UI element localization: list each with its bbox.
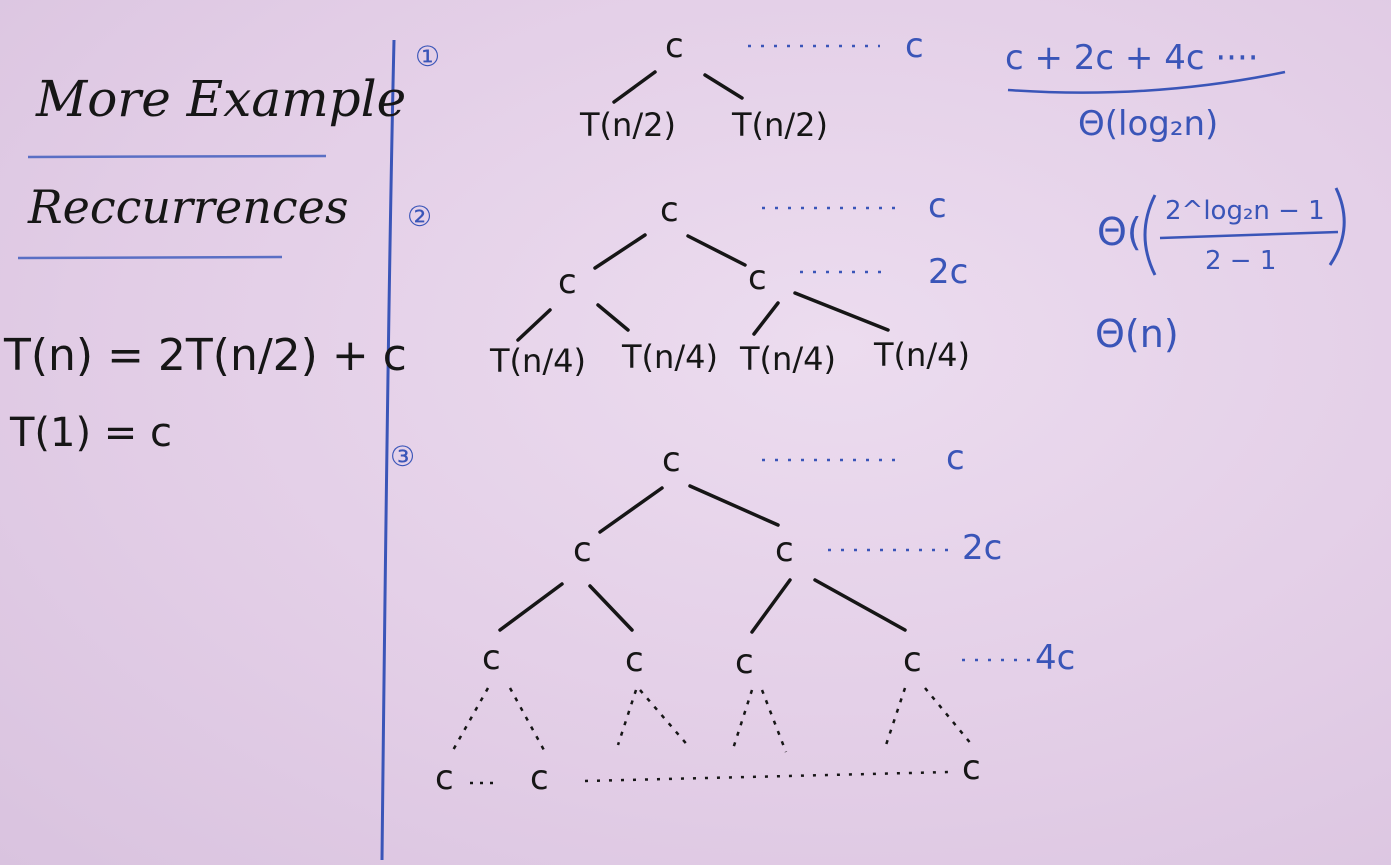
tree2-level0-cost: c bbox=[928, 186, 947, 226]
tree2-root: c bbox=[660, 190, 679, 230]
tree2-leaf-4: T(n/4) bbox=[874, 336, 970, 374]
tree2-leaf-2: T(n/4) bbox=[622, 338, 718, 376]
tree3-level2-cost: 4c bbox=[1035, 638, 1076, 678]
cost-sum: c + 2c + 4c ···· bbox=[1005, 38, 1259, 78]
fraction-bar bbox=[1159, 230, 1339, 240]
recurrence-equation: T(n) = 2T(n/2) + c bbox=[4, 330, 407, 381]
tree1-root: c bbox=[665, 26, 684, 66]
fraction-numerator: 2^log₂n − 1 bbox=[1165, 196, 1325, 226]
tree3-edges bbox=[498, 484, 907, 634]
sum-underline bbox=[1007, 70, 1286, 94]
tree2-level1-right: c bbox=[748, 258, 767, 298]
tree3-bottom-2: c bbox=[530, 758, 549, 798]
tree2-edges bbox=[516, 233, 890, 342]
theta-symbol-frac: Θ( bbox=[1097, 210, 1142, 254]
tree2-level1-left: c bbox=[558, 262, 577, 302]
title-more-example: More Example bbox=[36, 70, 407, 128]
right-paren bbox=[1328, 187, 1346, 266]
title-recurrences: Reccurrences bbox=[28, 180, 349, 234]
divider-line bbox=[380, 39, 396, 861]
tree3-root: c bbox=[662, 440, 681, 480]
tree1-leaf-left: T(n/2) bbox=[580, 106, 676, 144]
bottom-dots-right bbox=[584, 770, 951, 783]
base-case-equation: T(1) = c bbox=[10, 410, 173, 456]
tree3-level2-2: c bbox=[625, 640, 644, 680]
title2-underline bbox=[17, 255, 283, 260]
title1-underline bbox=[27, 154, 327, 159]
tree3-level2-3: c bbox=[735, 642, 754, 682]
tree1-leaf-right: T(n/2) bbox=[732, 106, 828, 144]
theta-log: Θ(log₂n) bbox=[1078, 104, 1219, 144]
fraction-denominator: 2 − 1 bbox=[1205, 246, 1277, 276]
tree2-leaf-1: T(n/4) bbox=[490, 342, 586, 380]
tree3-level1-cost: 2c bbox=[962, 528, 1003, 568]
tree3-dotted-edges bbox=[450, 687, 973, 753]
tree3-level1-right: c bbox=[775, 530, 794, 570]
tree3-bottom-1: c bbox=[435, 758, 454, 798]
step2-number: ② bbox=[407, 200, 433, 233]
tree1-level-cost: c bbox=[905, 26, 924, 66]
step3-number: ③ bbox=[390, 440, 416, 473]
step1-number: ① bbox=[415, 40, 441, 73]
tree3-level0-cost: c bbox=[946, 438, 965, 478]
tree3-level2-1: c bbox=[482, 638, 501, 678]
tree3-level2-4: c bbox=[903, 640, 922, 680]
theta-n: Θ(n) bbox=[1095, 312, 1179, 356]
tree1-edges bbox=[612, 70, 744, 104]
tree3-level1-left: c bbox=[573, 530, 592, 570]
tree3-bottom-3: c bbox=[962, 748, 981, 788]
tree2-level1-cost: 2c bbox=[928, 252, 969, 292]
tree2-leaf-3: T(n/4) bbox=[740, 340, 836, 378]
left-paren bbox=[1143, 194, 1157, 276]
